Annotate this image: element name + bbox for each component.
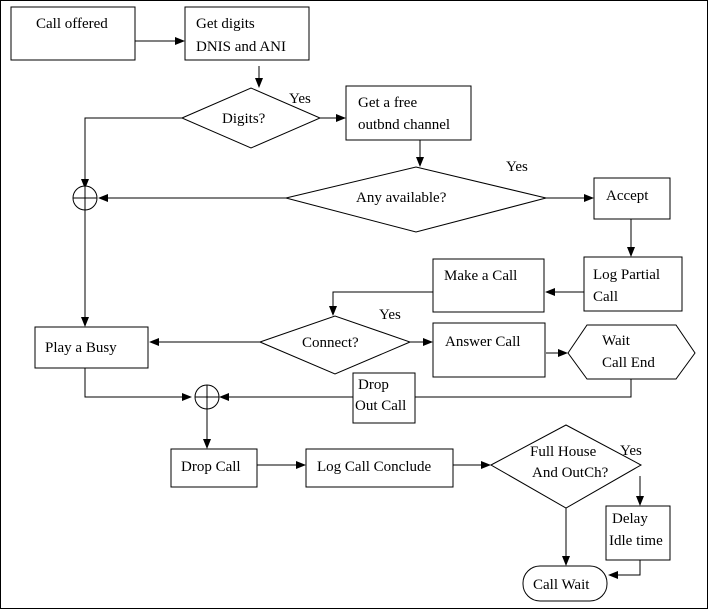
log-partial-call-label-line2: Call (593, 289, 618, 305)
arrowhead (636, 496, 644, 506)
log-call-conclude-label: Log Call Conclude (317, 459, 431, 475)
get-digits-label-line2: DNIS and ANI (196, 39, 286, 55)
delay-idle-time-label-line2: Idle time (609, 533, 663, 549)
wait-call-end-hexagon: Wait Call End (567, 324, 696, 380)
arrowhead (481, 461, 491, 469)
delay-idle-time-label-line1: Delay (612, 511, 648, 527)
connector-wait-junction2 (225, 379, 632, 398)
arrowhead (81, 179, 89, 189)
arrowheads (81, 37, 644, 579)
arrowhead (203, 439, 211, 449)
log-call-conclude-box: Log Call Conclude (305, 448, 454, 488)
any-available-label: Any available? (356, 190, 447, 206)
delay-idle-time-box: Delay Idle time (605, 505, 671, 561)
call-wait-terminal: Call Wait (522, 565, 608, 602)
call-wait-label: Call Wait (533, 577, 590, 593)
digits-decision: Digits? (180, 87, 322, 149)
call-offered-label: Call offered (36, 16, 108, 32)
make-a-call-label: Make a Call (444, 268, 517, 284)
arrowhead (329, 306, 337, 316)
connector-digits-no (84, 117, 182, 184)
full-house-label-line2: And OutCh? (532, 465, 609, 481)
get-digits-label-line1: Get digits (196, 16, 255, 32)
log-partial-call-box: Log Partial Call (583, 256, 683, 312)
accept-box: Accept (593, 177, 671, 220)
call-offered-box: Call offered (10, 6, 136, 61)
junction-circle-1 (72, 185, 98, 211)
drop-call-label: Drop Call (181, 459, 241, 475)
connector-delay-callwait (615, 560, 641, 576)
arrowhead (149, 338, 159, 346)
drop-out-call-label-line2: Out Call (355, 398, 406, 414)
arrowhead (562, 556, 570, 566)
digits-decision-label: Digits? (222, 111, 266, 127)
arrowhead (336, 114, 346, 122)
get-free-channel-label-line2: outbnd channel (358, 117, 450, 133)
arrowhead (98, 194, 108, 202)
play-a-busy-label: Play a Busy (45, 340, 117, 356)
connect-decision: Connect? (258, 315, 412, 375)
arrowhead (423, 338, 433, 346)
connector-makecall-connect (332, 291, 433, 311)
digits-yes-label: Yes (289, 91, 311, 107)
arrowhead (608, 571, 618, 579)
full-house-yes-label: Yes (620, 443, 642, 459)
drop-out-call-box: Drop Out Call (352, 372, 416, 424)
arrowhead (627, 247, 635, 257)
full-house-decision: Full House And OutCh? (489, 424, 643, 509)
get-free-channel-box: Get a free outbnd channel (345, 85, 472, 141)
drop-call-box: Drop Call (170, 448, 258, 488)
connect-decision-label: Connect? (302, 335, 359, 351)
get-digits-box: Get digits DNIS and ANI (184, 6, 310, 61)
arrowhead (175, 37, 185, 45)
connect-yes-label: Yes (379, 307, 401, 323)
log-partial-call-label-line1: Log Partial (593, 267, 660, 283)
any-available-decision: Any available? (285, 166, 547, 233)
answer-call-label: Answer Call (445, 334, 520, 350)
arrowhead (219, 393, 229, 401)
play-a-busy-box: Play a Busy (34, 326, 149, 369)
arrowhead (182, 393, 192, 401)
full-house-label-line1: Full House (530, 444, 597, 460)
junction-circle-2 (194, 384, 220, 410)
arrowhead (296, 461, 306, 469)
make-a-call-box: Make a Call (432, 258, 545, 313)
connector-playbusy-junction2 (84, 368, 186, 398)
drop-out-call-label-line1: Drop (358, 377, 389, 393)
accept-label: Accept (606, 188, 649, 204)
arrowhead (558, 349, 568, 357)
arrowhead (81, 317, 89, 327)
get-free-channel-label-line1: Get a free (358, 95, 417, 111)
any-available-yes-label: Yes (506, 159, 528, 175)
answer-call-box: Answer Call (432, 322, 546, 378)
wait-call-end-label-line2: Call End (602, 355, 655, 371)
wait-call-end-label-line1: Wait (602, 333, 631, 349)
arrowhead (255, 78, 263, 88)
arrowhead (416, 157, 424, 167)
arrowhead (584, 194, 594, 202)
arrowhead (545, 288, 555, 296)
